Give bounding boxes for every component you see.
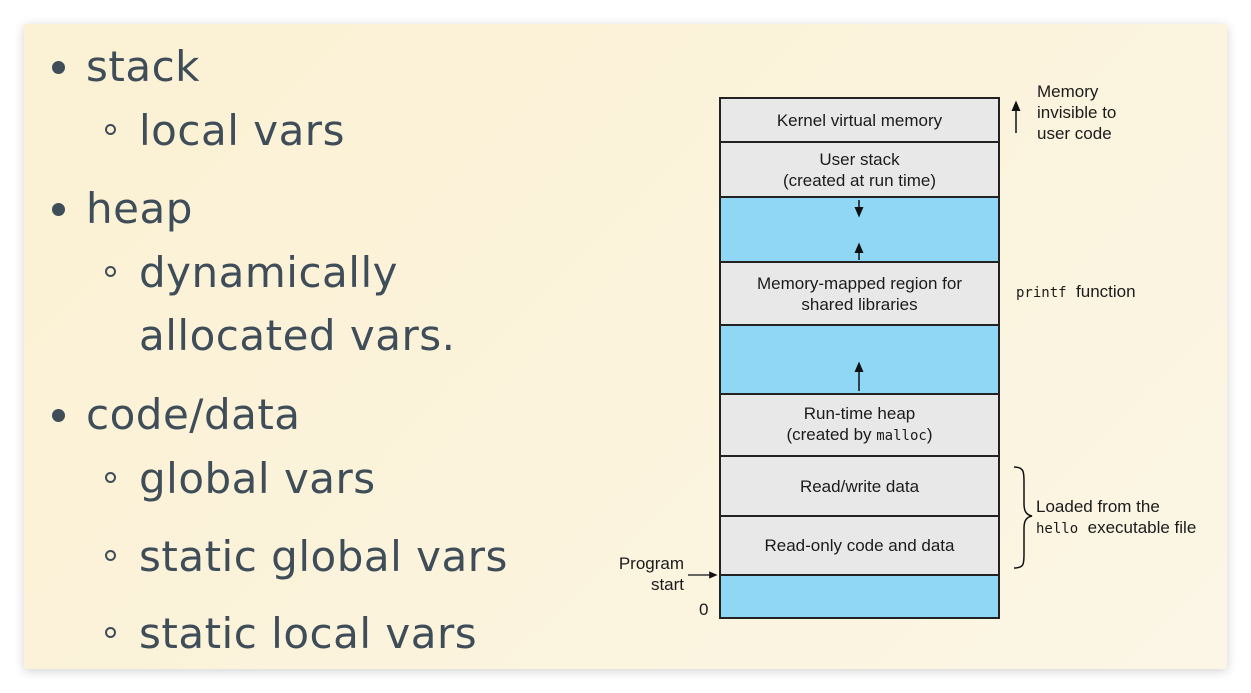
printf-annotation: printf function (1016, 281, 1136, 304)
kernel-annotation: Memory invisible to user code (1037, 81, 1116, 144)
bullet-circle (105, 266, 116, 277)
sub-bullet-static-global-vars: static global vars (139, 532, 508, 581)
program-start-line-2: start (650, 575, 684, 594)
loaded-annotation: Loaded from the hello executable file (1036, 496, 1196, 540)
kernel-note-line-3: user code (1037, 124, 1112, 143)
segment-read-write-data: Read/write data (721, 457, 998, 517)
bullet-list: stack local vars heap dynamically alloca… (24, 24, 584, 669)
segment-user-stack-label: User stack (819, 149, 900, 169)
slide: stack local vars heap dynamically alloca… (24, 24, 1227, 669)
segment-heap: Run-time heap (created by malloc) (721, 395, 998, 457)
segment-mmap-label: Memory-mapped region for (756, 273, 963, 293)
bullet-circle (105, 550, 116, 561)
bullet-circle (105, 472, 116, 483)
bullet-stack: stack (86, 42, 201, 91)
program-start-label: Program start (610, 553, 684, 595)
segment-heap-label: Run-time heap (803, 404, 916, 423)
hello-code: hello (1036, 521, 1079, 537)
diagram-arrows (688, 100, 1033, 579)
printf-code: printf (1016, 285, 1067, 301)
sub-bullet-static-local-vars: static local vars (139, 609, 478, 658)
segment-ro-label: Read-only code and data (764, 536, 955, 555)
memory-layout-diagram: Kernel virtual memory User stack (create… (24, 24, 1227, 669)
segment-user-stack-note: (created at run time) (782, 170, 937, 190)
segment-reserved-low (721, 576, 998, 617)
segment-kernel-label: Kernel virtual memory (776, 110, 943, 130)
program-start-line-1: Program (618, 554, 684, 573)
sub-bullet-allocated-vars: allocated vars. (139, 311, 456, 360)
bullet-dot (52, 203, 65, 216)
sub-bullet-dynamically: dynamically (139, 248, 398, 297)
segment-rw-label: Read/write data (799, 476, 920, 496)
malloc-code: malloc (876, 428, 927, 444)
loaded-note-line-2: hello executable file (1036, 517, 1196, 540)
bullet-heap: heap (86, 184, 193, 233)
bullet-circle (105, 627, 116, 638)
bullet-dot (52, 61, 65, 74)
segment-mmap-label-2: shared libraries (801, 294, 918, 314)
segment-user-stack: User stack (created at run time) (721, 143, 998, 198)
bullet-dot (52, 409, 65, 422)
sub-bullet-global-vars: global vars (139, 454, 376, 503)
loaded-note-text: executable file (1087, 518, 1197, 537)
segment-kernel: Kernel virtual memory (721, 99, 998, 143)
address-space: Kernel virtual memory User stack (create… (719, 97, 1000, 619)
heap-note-suffix: ) (926, 425, 933, 444)
kernel-note-line-2: invisible to (1037, 103, 1117, 122)
heap-note-prefix: (created by (786, 425, 877, 444)
segment-heap-note: (created by malloc) (786, 424, 932, 447)
printf-text: function (1076, 282, 1136, 301)
address-zero-label: 0 (699, 600, 709, 619)
segment-mmap: Memory-mapped region for shared librarie… (721, 263, 998, 326)
bullet-circle (105, 124, 116, 135)
brace-icon (1013, 466, 1033, 569)
bullet-code-data: code/data (86, 390, 301, 439)
loaded-note-line-1: Loaded from the (1036, 497, 1160, 516)
segment-read-only-code: Read-only code and data (721, 517, 998, 576)
kernel-note-line-1: Memory (1037, 82, 1099, 101)
sub-bullet-local-vars: local vars (139, 106, 345, 155)
